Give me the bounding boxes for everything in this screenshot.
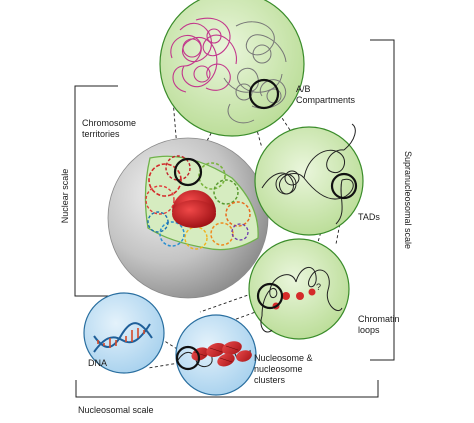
nucleosome-zoom-ring: [175, 345, 201, 371]
chromatin-loops-label-2: loops: [358, 325, 380, 335]
tads-zoom-ring: [330, 172, 358, 200]
nucleosome-label-1: Nucleosome &: [254, 353, 313, 363]
nucleus: [107, 137, 269, 299]
ab-compartments-bubble: [159, 0, 305, 137]
question-mark: ?: [316, 282, 321, 292]
chromosome-territories-label-2: territories: [82, 129, 120, 139]
nucleosome-label-2: nucleosome: [254, 364, 303, 374]
nuclear-scale-label: Nuclear scale: [60, 169, 70, 224]
magenta-chromatin: [170, 17, 237, 93]
tads-bubble: [254, 123, 364, 236]
ab-compartments-label-1: A/B: [296, 84, 311, 94]
nucleosomal-scale-bracket: [75, 380, 379, 398]
dna-bubble: [83, 292, 165, 374]
chromatin-loops-label-1: Chromatin: [358, 314, 400, 324]
ab-zoom-ring: [248, 78, 280, 110]
nuclear-scale-bracket: [74, 85, 118, 297]
nucleus-zoom-ring: [173, 157, 203, 187]
chromatin-loops-bubble: ?: [248, 238, 350, 340]
chromosome-territories: [145, 155, 251, 250]
dna-label: DNA: [88, 358, 107, 368]
ab-compartments-label-2: Compartments: [296, 95, 356, 105]
supranucleosomal-scale-bracket: [370, 39, 395, 361]
nucleosome-bubble: [175, 314, 257, 396]
nucleosome-label-3: clusters: [254, 375, 286, 385]
tads-label: TADs: [358, 212, 380, 222]
supranucleosomal-scale-label: Supranucleosomal scale: [403, 151, 413, 249]
nucleosomal-scale-label: Nucleosomal scale: [78, 405, 154, 415]
chromosome-territories-label-1: Chromosome: [82, 118, 136, 128]
dna-double-helix: [93, 322, 153, 353]
loops-zoom-ring: [256, 282, 284, 310]
